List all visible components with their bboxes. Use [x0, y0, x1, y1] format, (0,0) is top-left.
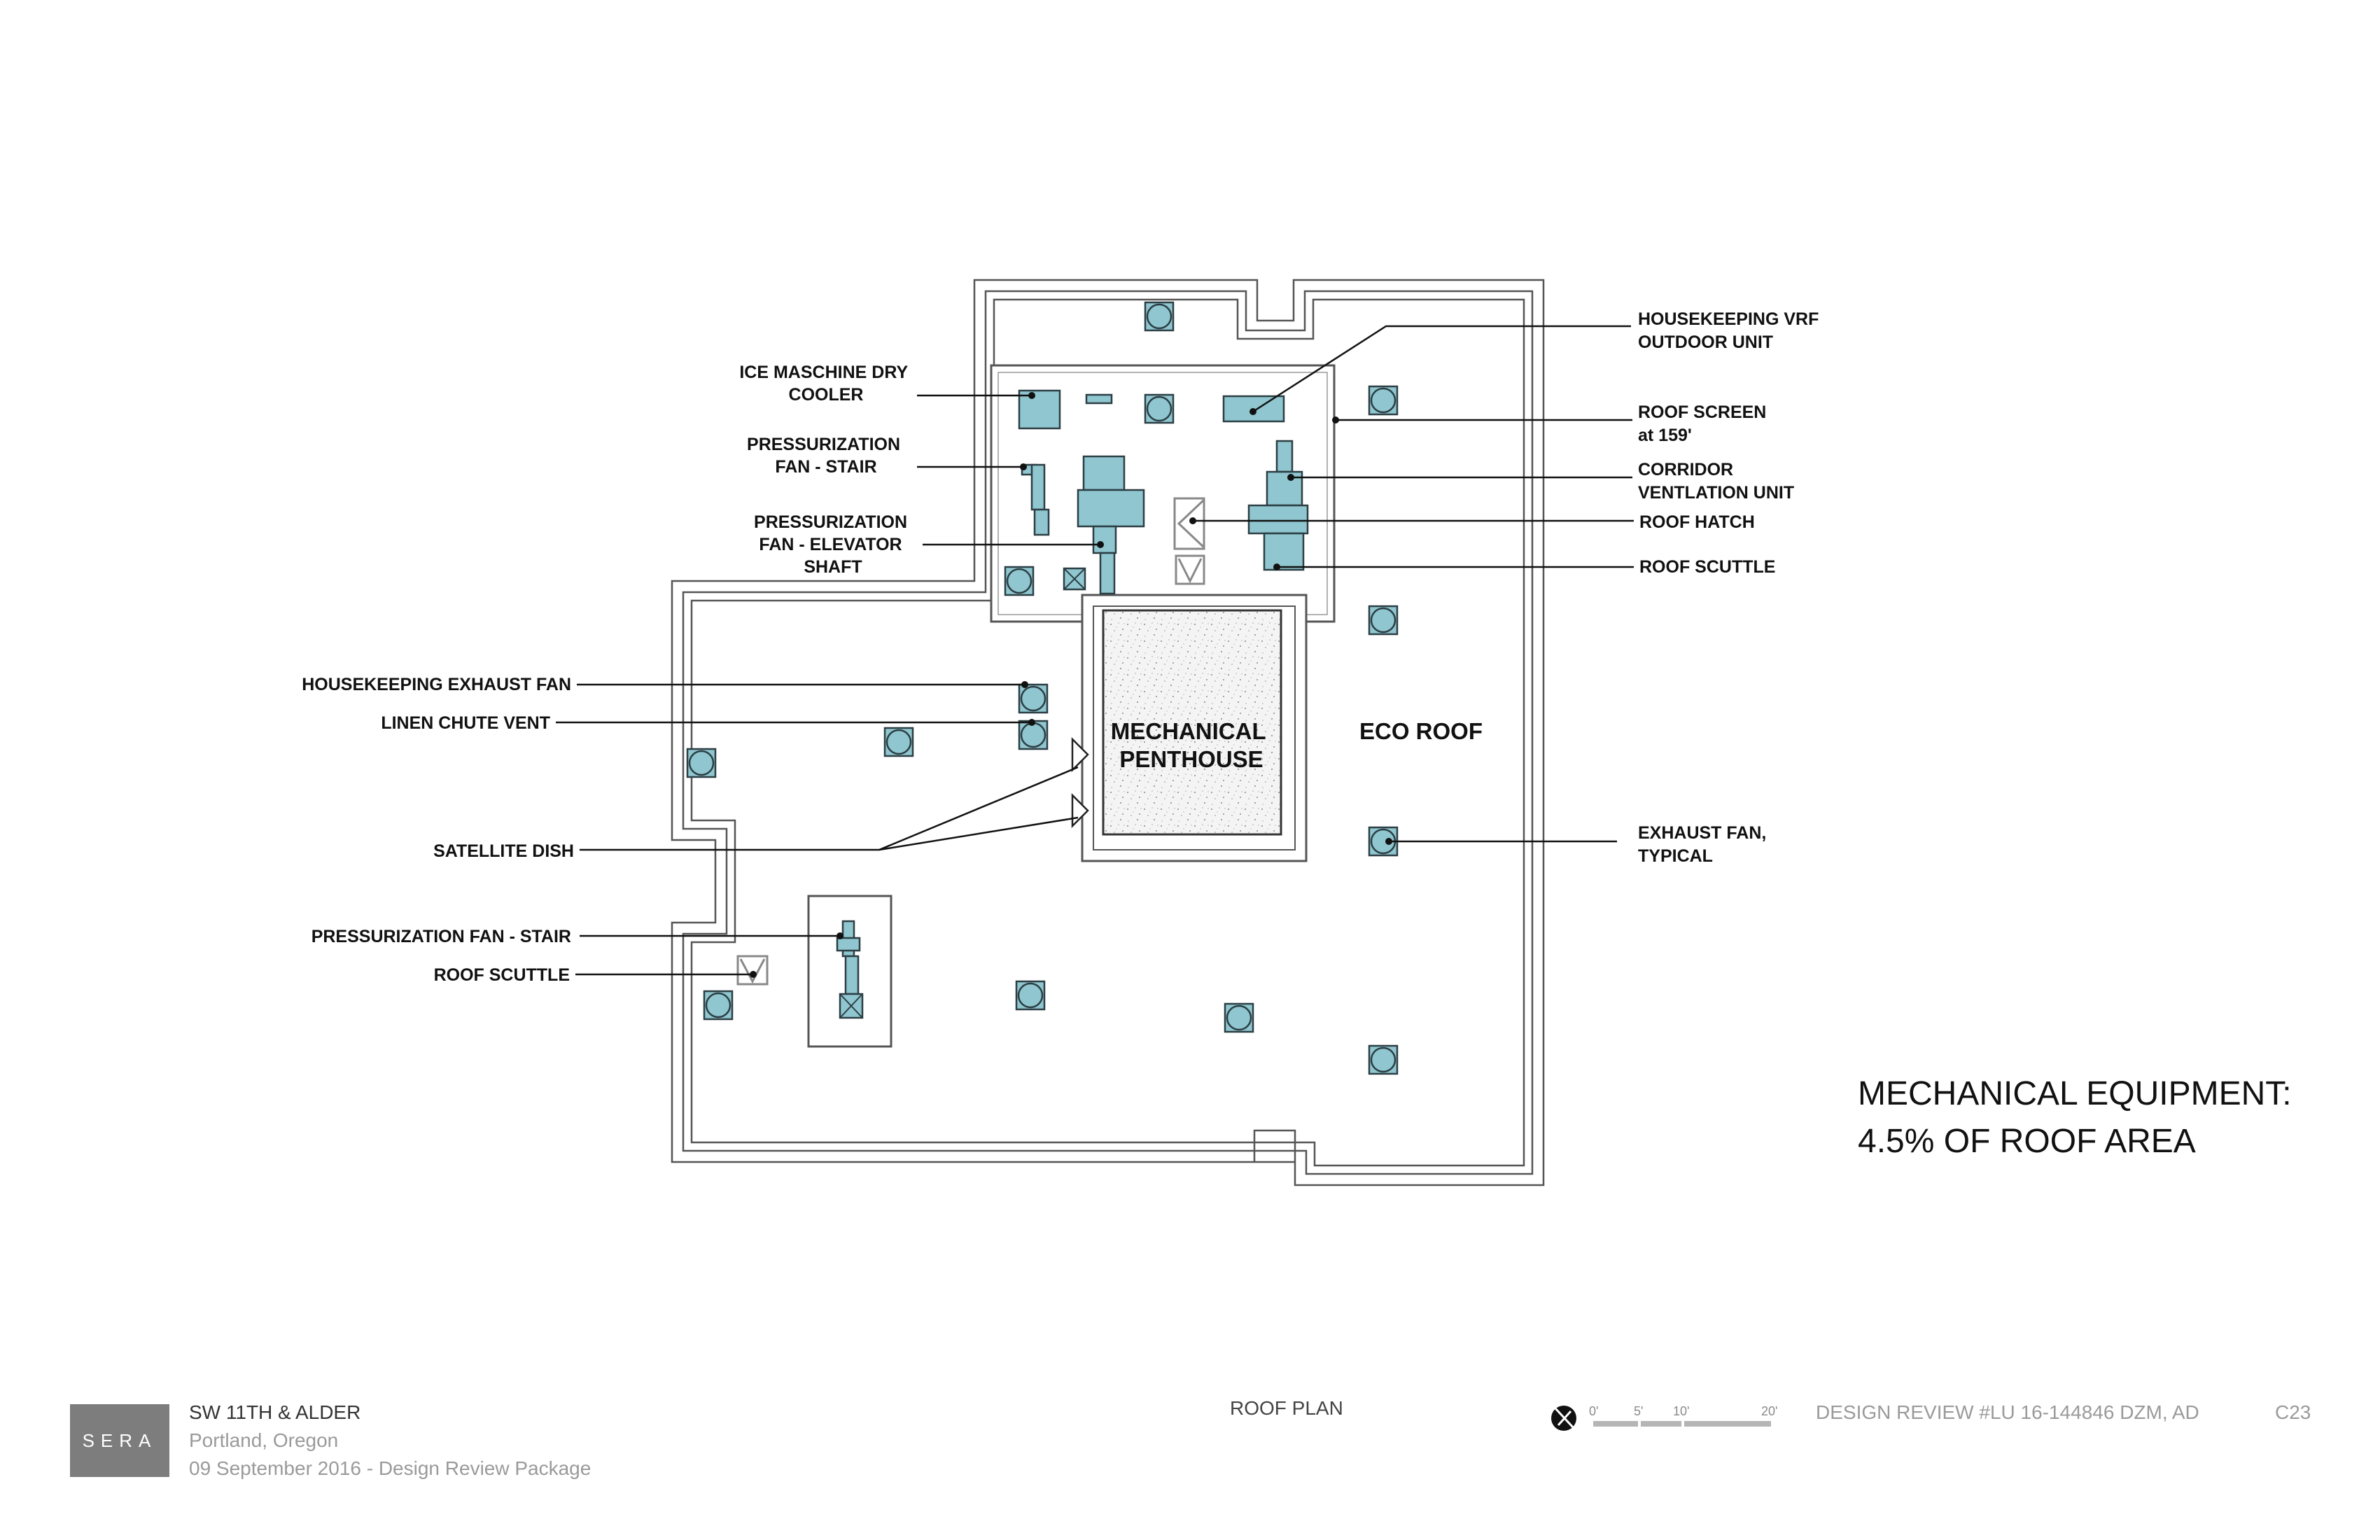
exhaust-fan-3 [1368, 605, 1399, 636]
exhaust-fan-5 [1368, 1044, 1399, 1075]
penthouse-inner [1102, 609, 1282, 836]
label-housekeeping-vrf: HOUSEKEEPING VRF OUTDOOR UNIT [1638, 309, 1823, 352]
sera-logo: SERA [70, 1404, 169, 1477]
equipment-summary: MECHANICAL EQUIPMENT: 4.5% OF ROOF AREA [1858, 1075, 2301, 1160]
sheet-title: ROOF PLAN [1230, 1397, 1343, 1419]
label-roof-scuttle-right: ROOF SCUTTLE [1639, 557, 1775, 577]
pressurization-fan-elevator [1077, 455, 1145, 595]
label-pressurization-elevator: PRESSURIZATION FAN - ELEVATOR SHAFT [754, 512, 912, 577]
label-pressurization-stair-top: PRESSURIZATION FAN - STAIR [747, 435, 905, 477]
label-corridor-vent: CORRIDOR VENTLATION UNIT [1638, 460, 1794, 503]
pressurization-fan-stair-top [1021, 463, 1050, 536]
label-roof-hatch: ROOF HATCH [1639, 512, 1755, 532]
label-housekeeping-exhaust: HOUSEKEEPING EXHAUST FAN [302, 675, 571, 694]
design-review-number: DESIGN REVIEW #LU 16-144846 DZM, AD [1816, 1401, 2199, 1423]
small-unit [1085, 393, 1113, 405]
roof-hatch [1173, 497, 1205, 550]
exhaust-fan-7 [686, 748, 717, 778]
roof-scuttle-top [1175, 554, 1205, 585]
svg-text:5': 5' [1634, 1404, 1643, 1418]
exhaust-fan-2 [1368, 385, 1399, 416]
label-mechanical-penthouse: MECHANICAL PENTHOUSE [1111, 718, 1272, 772]
corridor-ventilation-unit [1247, 440, 1309, 571]
label-satellite-dish: SATELLITE DISH [433, 841, 574, 861]
exhaust-fan-9 [1015, 980, 1046, 1011]
label-roof-screen: ROOF SCREEN at 159' [1638, 402, 1771, 445]
label-ice-machine: ICE MASCHINE DRY COOLER [739, 363, 912, 405]
svg-text:20': 20' [1761, 1404, 1777, 1418]
roof-parapet-outer [671, 279, 1545, 1186]
exhaust-fan-screen-1 [1144, 393, 1175, 424]
roof-parapet-inner [682, 290, 1534, 1175]
label-exhaust-fan: EXHAUST FAN, TYPICAL [1638, 823, 1771, 866]
project-city: Portland, Oregon [189, 1429, 339, 1451]
roof-scuttle-bottom [736, 955, 769, 986]
svg-text:10': 10' [1673, 1404, 1689, 1418]
sheet-number: C23 [2275, 1401, 2311, 1423]
scale-bar: 0' 5' 10' 20' [1589, 1404, 1777, 1427]
exhaust-fan-screen-2 [1004, 566, 1035, 596]
label-linen-chute: LINEN CHUTE VENT [381, 713, 550, 733]
exhaust-fan-screen-3 [1063, 567, 1086, 591]
pressurization-fan-stair-bottom [836, 920, 864, 1019]
exhaust-fan-1 [1144, 301, 1175, 332]
label-roof-scuttle-left: ROOF SCUTTLE [434, 965, 570, 985]
exhaust-fan-10 [1224, 1002, 1254, 1033]
ice-machine-dry-cooler [1018, 389, 1061, 430]
exhaust-fan-8 [703, 990, 734, 1021]
label-eco-roof: ECO ROOF [1359, 718, 1483, 744]
project-date: 09 September 2016 - Design Review Packag… [189, 1457, 592, 1479]
exhaust-fan-6 [883, 727, 914, 757]
housekeeping-exhaust-fan [1018, 683, 1049, 714]
leader-lines [556, 325, 1634, 978]
project-name: SW 11TH & ALDER [189, 1401, 361, 1423]
roof-parapet-inner-2 [690, 298, 1525, 1167]
satellite-dish-1 [1071, 736, 1089, 773]
north-arrow-icon [1551, 1406, 1576, 1431]
svg-text:0': 0' [1589, 1404, 1598, 1418]
label-pressurization-stair-bottom: PRESSURIZATION FAN - STAIR [312, 927, 571, 946]
